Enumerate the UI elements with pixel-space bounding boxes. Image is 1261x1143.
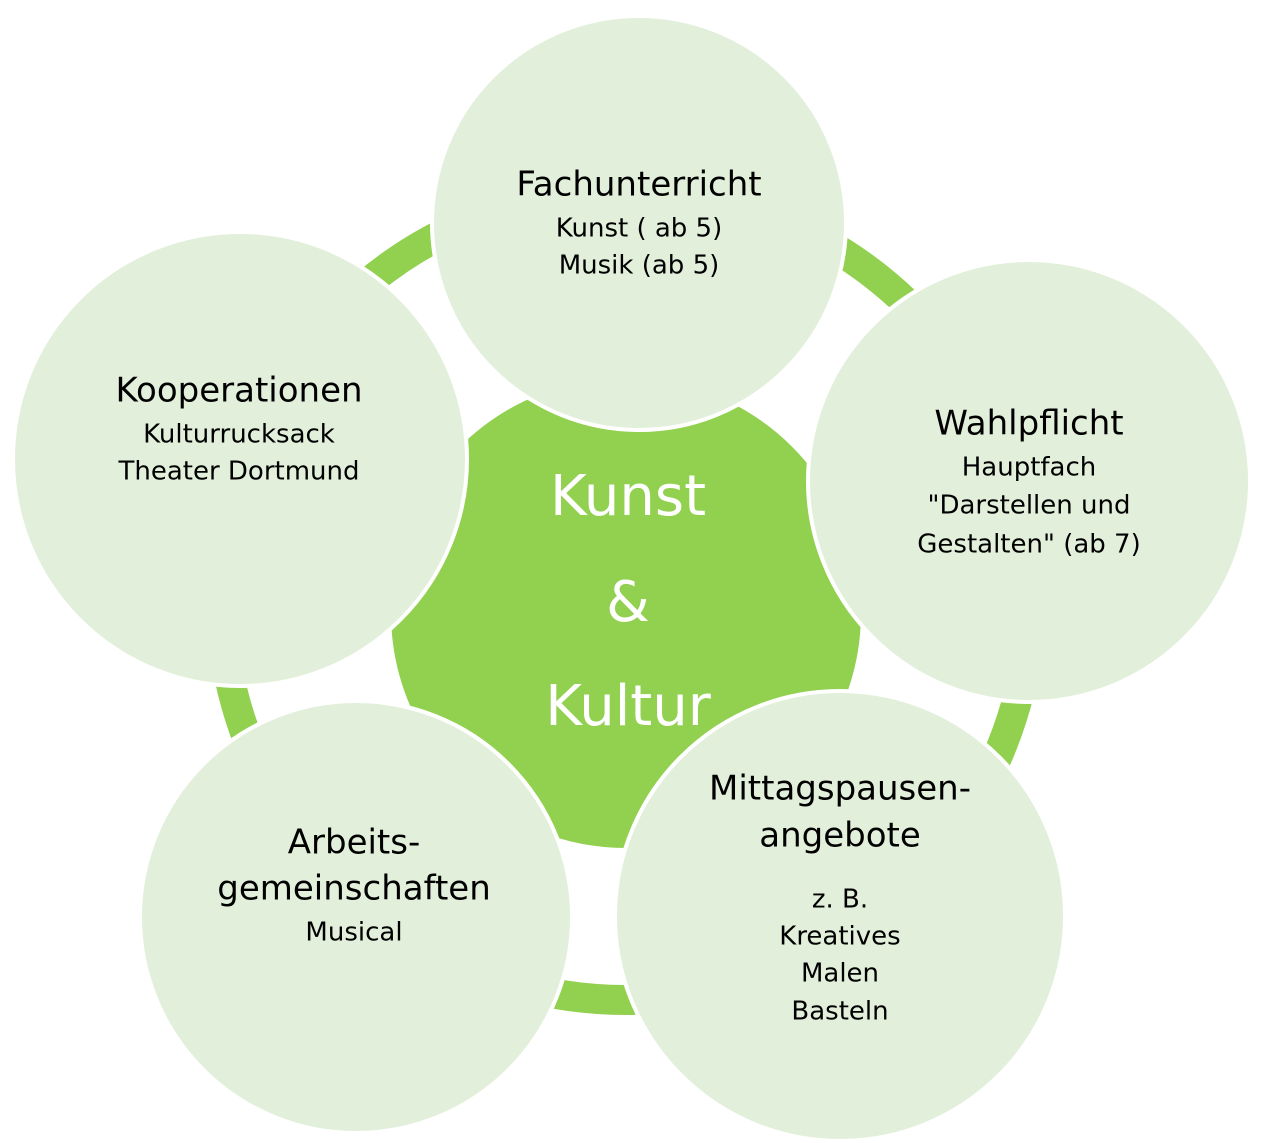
node-kooperationen: Kooperationen Kulturrucksack Theater Dor… xyxy=(11,230,469,688)
center-label-line-1: Kunst xyxy=(550,464,706,529)
node-kooperationen-detail: Theater Dortmund xyxy=(117,457,359,487)
node-mittagspausenangebote-detail: Malen xyxy=(801,959,879,989)
node-fachunterricht-detail: Kunst ( ab 5) xyxy=(556,214,723,244)
node-kooperationen-detail: Kulturrucksack xyxy=(143,420,335,450)
node-fachunterricht-circle xyxy=(430,14,848,432)
node-mittagspausenangebote-detail: z. B. xyxy=(812,885,868,915)
center-label-line-3: Kultur xyxy=(545,674,711,739)
node-mittagspausenangebote-circle xyxy=(613,689,1067,1143)
node-arbeitsgemeinschaften-title: Arbeits- xyxy=(288,823,421,863)
node-mittagspausenangebote-detail: Basteln xyxy=(791,997,888,1027)
node-wahlpflicht: Wahlpflicht Hauptfach "Darstellen und Ge… xyxy=(806,258,1252,704)
node-fachunterricht-detail: Musik (ab 5) xyxy=(559,251,720,281)
node-arbeitsgemeinschaften: Arbeits- gemeinschaften Musical xyxy=(138,699,574,1135)
node-arbeitsgemeinschaften-circle xyxy=(138,699,574,1135)
node-arbeitsgemeinschaften-detail: Musical xyxy=(305,918,402,948)
node-mittagspausenangebote-title: Mittagspausen- xyxy=(709,769,971,809)
node-wahlpflicht-detail: "Darstellen und xyxy=(928,491,1131,521)
node-kooperationen-circle xyxy=(11,230,469,688)
node-mittagspausenangebote-title: angebote xyxy=(759,816,921,856)
node-wahlpflicht-detail: Hauptfach xyxy=(962,453,1097,483)
node-fachunterricht-title: Fachunterricht xyxy=(516,165,761,205)
node-wahlpflicht-title: Wahlpflicht xyxy=(934,404,1123,444)
node-wahlpflicht-detail: Gestalten" (ab 7) xyxy=(917,530,1140,560)
node-kooperationen-title: Kooperationen xyxy=(115,371,362,411)
center-label-line-2: & xyxy=(606,570,650,635)
node-mittagspausenangebote-detail: Kreatives xyxy=(779,922,900,952)
node-wahlpflicht-circle xyxy=(806,258,1252,704)
node-arbeitsgemeinschaften-title: gemeinschaften xyxy=(217,869,491,909)
node-fachunterricht: Fachunterricht Kunst ( ab 5) Musik (ab 5… xyxy=(430,14,848,432)
node-mittagspausenangebote: Mittagspausen- angebote z. B. Kreatives … xyxy=(613,689,1067,1143)
